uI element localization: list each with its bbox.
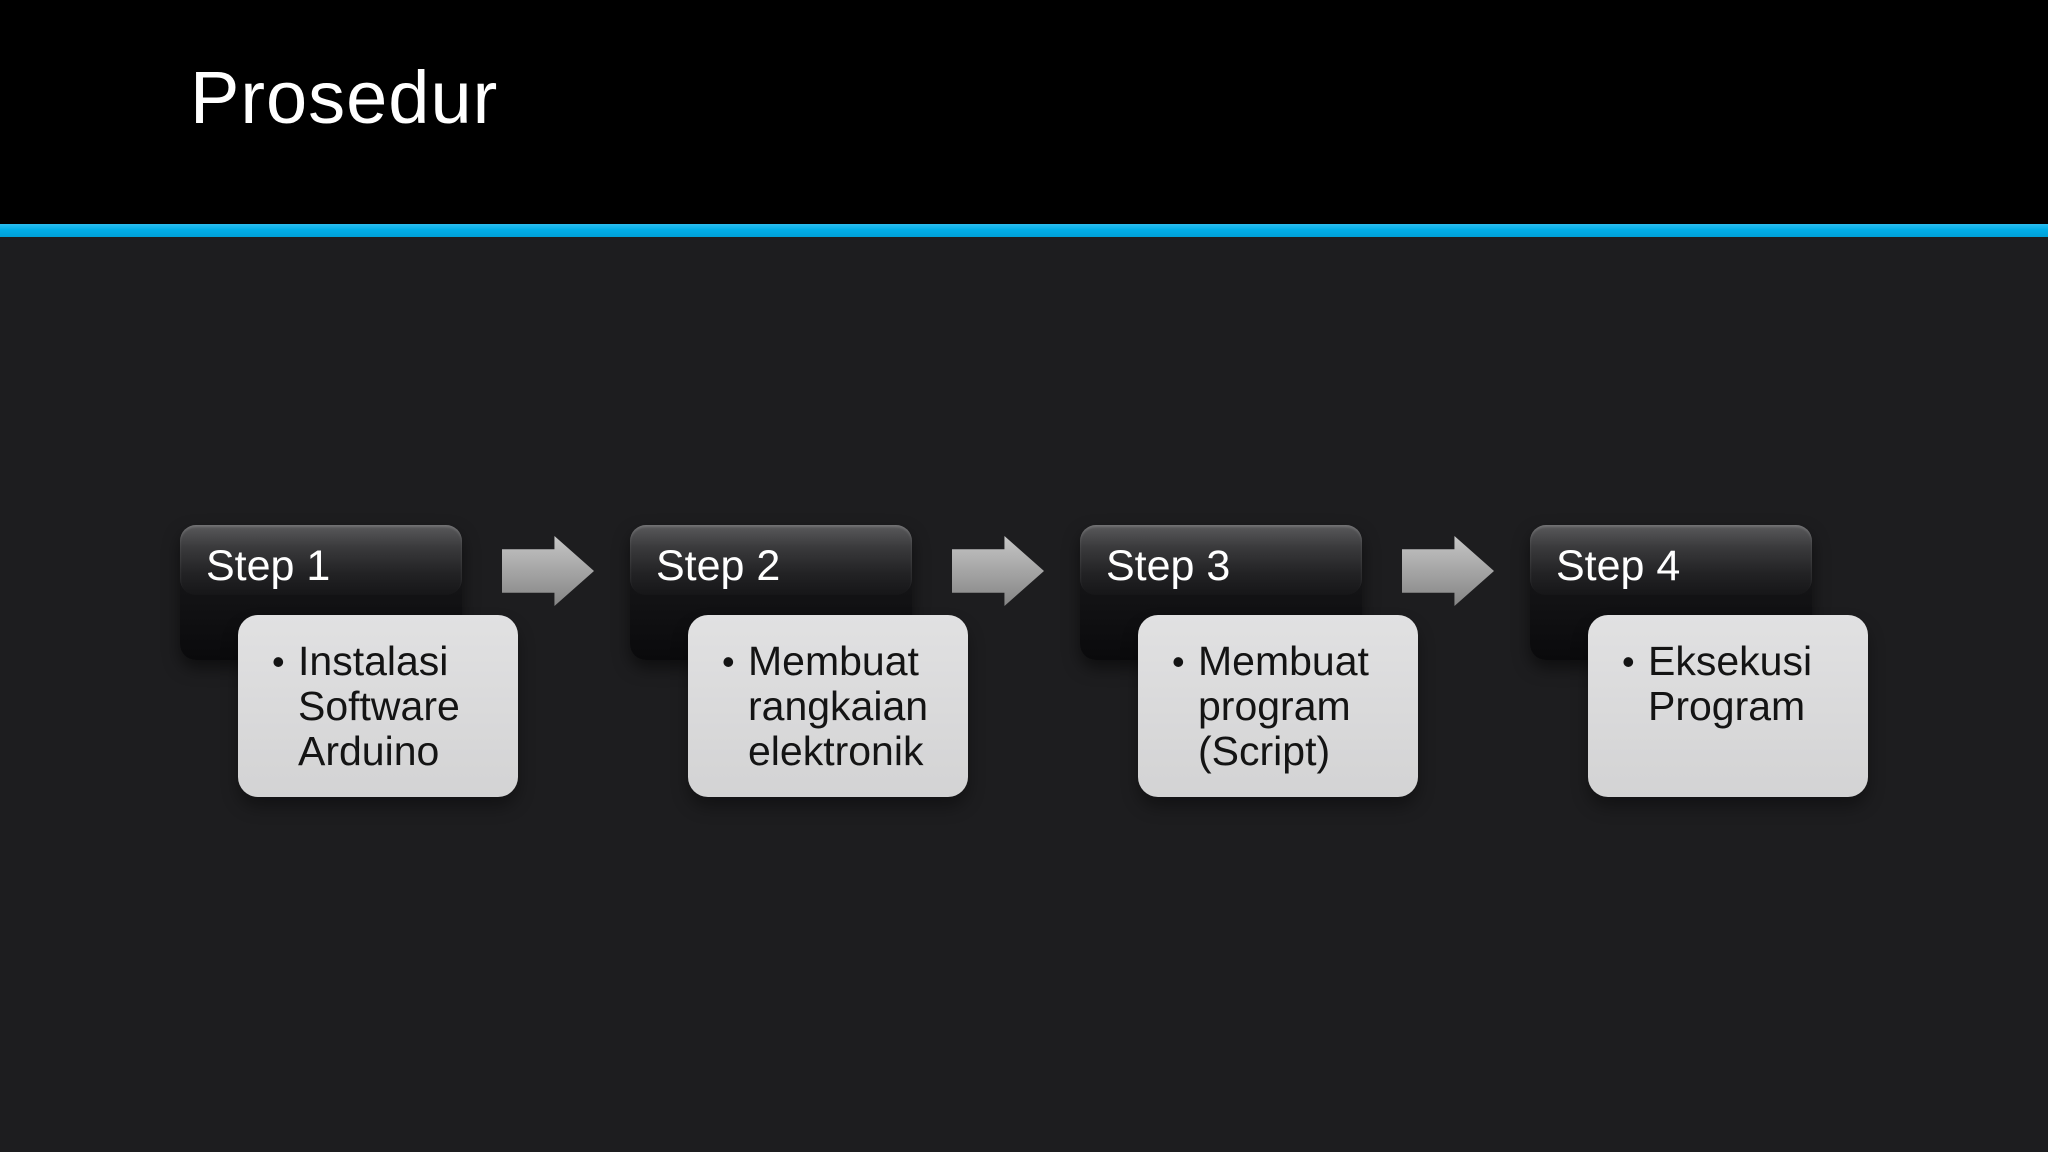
step-4-description-box: • Eksekusi Program (1588, 615, 1868, 797)
step-1-label: Step 1 (206, 541, 331, 590)
step-3-header: Step 3 (1080, 525, 1362, 595)
step-2-label: Step 2 (656, 541, 781, 590)
step-2-header: Step 2 (630, 525, 912, 595)
step-1-description-box: • Instalasi Software Arduino (238, 615, 518, 797)
title-band: Prosedur (0, 0, 2048, 224)
step-4-description: Eksekusi Program (1648, 638, 1813, 729)
bullet-icon: • (272, 641, 285, 682)
process-step-1: Step 1 • Instalasi Software Arduino (180, 525, 540, 815)
bullet-item: • Instalasi Software Arduino (272, 639, 502, 774)
step-2-description: Membuat rangkaian elektronik (748, 638, 929, 774)
step-1-description: Instalasi Software Arduino (298, 638, 460, 774)
bullet-icon: • (1172, 641, 1185, 682)
bullet-item: • Membuat program (Script) (1172, 639, 1402, 774)
process-step-4: Step 4 • Eksekusi Program (1530, 525, 1890, 815)
step-2-description-box: • Membuat rangkaian elektronik (688, 615, 968, 797)
step-4-header: Step 4 (1530, 525, 1812, 595)
step-4-label: Step 4 (1556, 541, 1681, 590)
step-3-description: Membuat program (Script) (1198, 638, 1369, 774)
bullet-icon: • (1622, 641, 1635, 682)
bullet-item: • Eksekusi Program (1622, 639, 1852, 729)
process-step-3: Step 3 • Membuat program (Script) (1080, 525, 1440, 815)
process-step-2: Step 2 • Membuat rangkaian elektronik (630, 525, 990, 815)
step-3-label: Step 3 (1106, 541, 1231, 590)
slide-title: Prosedur (190, 56, 499, 139)
bullet-item: • Membuat rangkaian elektronik (722, 639, 952, 774)
bullet-icon: • (722, 641, 735, 682)
step-3-description-box: • Membuat program (Script) (1138, 615, 1418, 797)
step-1-header: Step 1 (180, 525, 462, 595)
accent-divider (0, 224, 2048, 237)
